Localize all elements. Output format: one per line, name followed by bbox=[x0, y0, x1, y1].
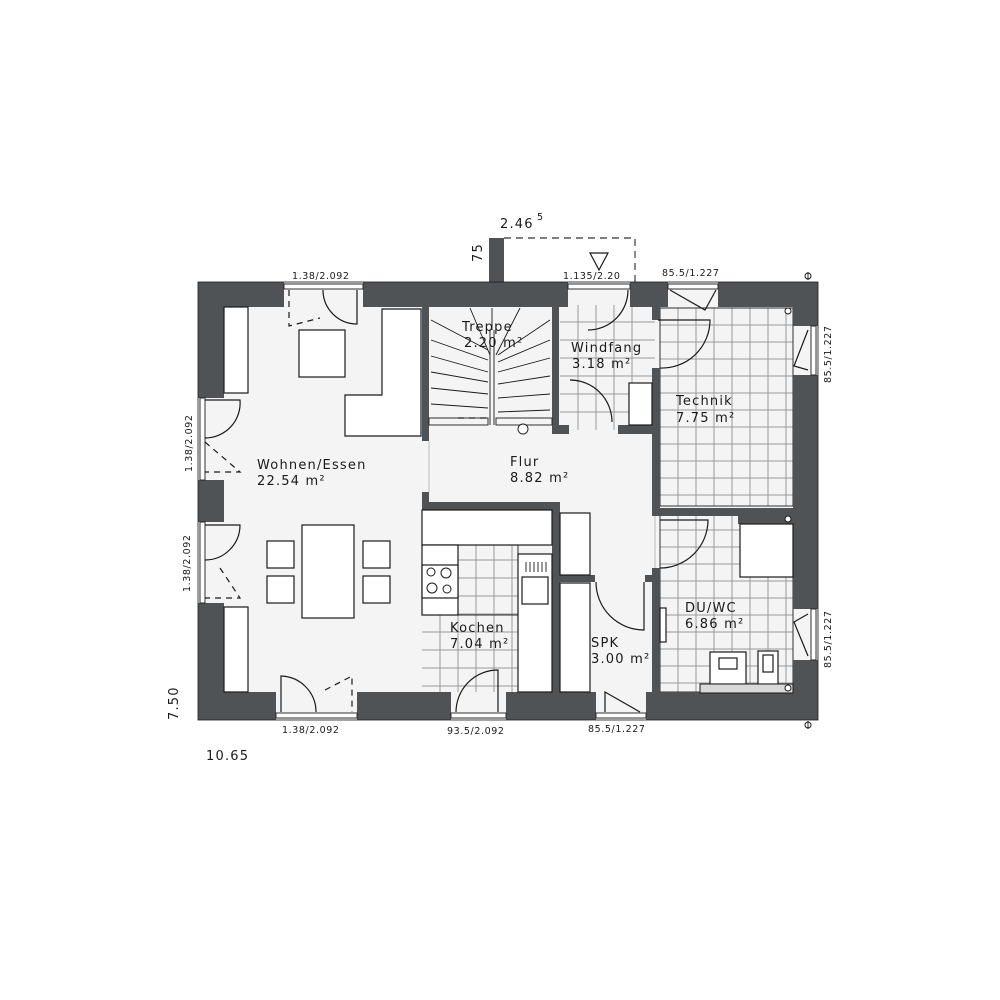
door-swings bbox=[204, 289, 809, 713]
shower bbox=[739, 523, 794, 578]
chair bbox=[362, 575, 391, 604]
dim-bottom-living: 1.38/2.092 bbox=[282, 725, 340, 736]
room-name-technik: Technik bbox=[675, 394, 733, 409]
staircase bbox=[428, 307, 553, 435]
room-name-kochen: Kochen bbox=[450, 621, 505, 636]
chair bbox=[266, 540, 295, 569]
dim-bottom-kitchen: 93.5/2.092 bbox=[447, 726, 505, 737]
room-area-technik: 7.75 m² bbox=[676, 411, 735, 426]
room-name-wohnen: Wohnen/Essen bbox=[257, 458, 367, 473]
room-name-duwc: DU/WC bbox=[685, 601, 737, 616]
armchair bbox=[298, 329, 346, 378]
walls bbox=[198, 238, 818, 720]
room-name-flur: Flur bbox=[510, 455, 539, 470]
marker-icons bbox=[784, 272, 812, 729]
chair bbox=[266, 575, 295, 604]
pantry-shelf bbox=[559, 582, 591, 693]
dim-overall-width: 10.65 bbox=[206, 749, 249, 764]
kitchen-tiles bbox=[422, 544, 519, 692]
sideboard bbox=[223, 306, 249, 394]
dim-right-bath: 85.5/1.227 bbox=[823, 610, 834, 668]
entrance-canopy bbox=[504, 237, 636, 286]
bath-fixtures bbox=[659, 514, 794, 694]
dim-left-lower: 1.38/2.092 bbox=[182, 534, 193, 592]
flur-dividers bbox=[428, 441, 656, 568]
room-area-flur: 8.82 m² bbox=[510, 471, 569, 486]
fridge bbox=[559, 512, 591, 576]
cabinet bbox=[223, 606, 249, 693]
wardrobe bbox=[628, 382, 653, 426]
sink bbox=[521, 576, 549, 605]
room-area-duwc: 6.86 m² bbox=[685, 617, 744, 632]
room-area-spk: 3.00 m² bbox=[591, 652, 650, 667]
room-area-windfang: 3.18 m² bbox=[572, 357, 631, 372]
room-name-windfang: Windfang bbox=[571, 341, 642, 356]
dim-overall-depth: 7.50 bbox=[167, 686, 182, 720]
dim-bay-width-sup: 5 bbox=[537, 212, 544, 223]
sofa bbox=[344, 308, 422, 437]
dim-top-technik: 85.5/1.227 bbox=[662, 268, 720, 279]
room-name-spk: SPK bbox=[591, 636, 619, 651]
dim-bottom-spk: 85.5/1.227 bbox=[588, 724, 646, 735]
room-name-treppe: Treppe bbox=[461, 320, 513, 335]
dim-bay-width: 2.46 bbox=[500, 217, 534, 232]
chair bbox=[362, 540, 391, 569]
room-area-treppe: 2.20 m² bbox=[464, 336, 523, 351]
room-area-kochen: 7.04 m² bbox=[450, 637, 509, 652]
dining-table bbox=[301, 524, 355, 619]
dim-bay-depth: 75 bbox=[471, 243, 486, 262]
dimension-labels: 1.38/2.092 1.135/2.20 85.5/1.227 1.38/2.… bbox=[167, 212, 834, 764]
windfang-tiles bbox=[560, 305, 655, 430]
dim-right-technik: 85.5/1.227 bbox=[823, 325, 834, 383]
dim-left-upper: 1.38/2.092 bbox=[184, 414, 195, 472]
dim-top-living: 1.38/2.092 bbox=[292, 271, 350, 282]
technik-tiles bbox=[659, 307, 794, 507]
room-area-wohnen: 22.54 m² bbox=[257, 474, 326, 489]
window-frames bbox=[199, 283, 817, 719]
dim-top-entry: 1.135/2.20 bbox=[563, 271, 621, 282]
room-labels: Wohnen/Essen 22.54 m² Treppe 2.20 m² Win… bbox=[257, 320, 744, 667]
kitchen-furniture bbox=[421, 509, 591, 693]
vanity-shelf bbox=[699, 683, 794, 694]
entrance-arrow-icon bbox=[589, 252, 609, 272]
living-furniture bbox=[223, 306, 422, 693]
